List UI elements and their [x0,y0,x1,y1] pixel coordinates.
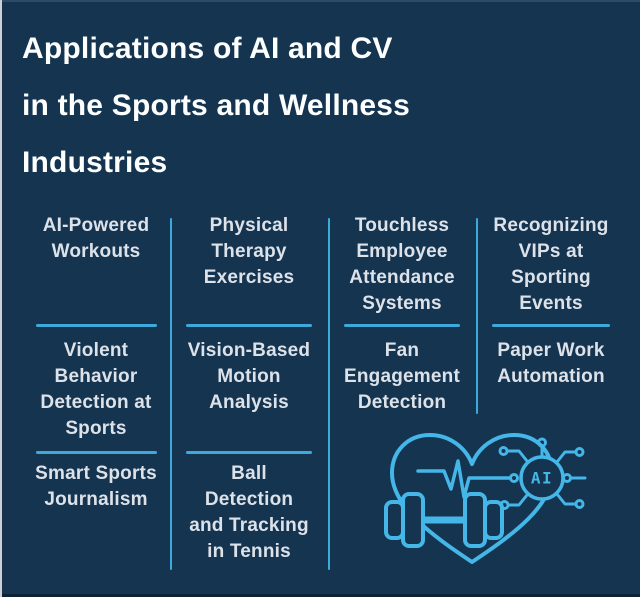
grid-cell-ai-powered-workouts: AI-Powered Workouts [42,215,150,262]
grid-cell-paper-work-automation: Paper Work Automation [497,340,605,387]
grid-cell-ball-detection-tracking-tennis: Ball Detection and Tracking in Tennis [189,463,309,562]
cell-divider [36,451,157,454]
column-divider [476,218,478,414]
cell-divider [186,451,312,454]
left-edge [0,0,2,597]
grid-cell-violent-behavior-detection: Violent Behavior Detection at Sports [40,340,152,439]
column-divider [170,218,172,570]
grid-cell-smart-sports-journalism: Smart Sports Journalism [35,463,157,510]
ekg-pulse-icon [416,459,511,499]
cell-divider [344,324,460,327]
bottom-edge [0,594,640,597]
cell-divider [36,324,157,327]
ai-chip-icon: AI [498,437,587,510]
heart-pulse-dumbbell-ai-illustration: AI [384,433,587,564]
grid-cell-physical-therapy-exercises: Physical Therapy Exercises [203,215,295,288]
page-title: Applications of AI and CV in the Sports … [22,32,411,179]
top-edge [2,0,640,2]
column-divider [328,218,330,570]
cell-divider [186,324,312,327]
cell-divider [492,324,610,327]
grid-cell-recognizing-vips: Recognizing VIPs at Sporting Events [493,215,609,314]
grid-cell-fan-engagement-detection: Fan Engagement Detection [343,340,461,413]
ai-chip-label: AI [531,469,553,488]
grid-cell-touchless-employee-attendance: Touchless Employee Attendance Systems [349,215,455,314]
dumbbell-icon [384,492,504,548]
grid-cell-vision-based-motion-analysis: Vision-Based Motion Analysis [187,340,311,413]
